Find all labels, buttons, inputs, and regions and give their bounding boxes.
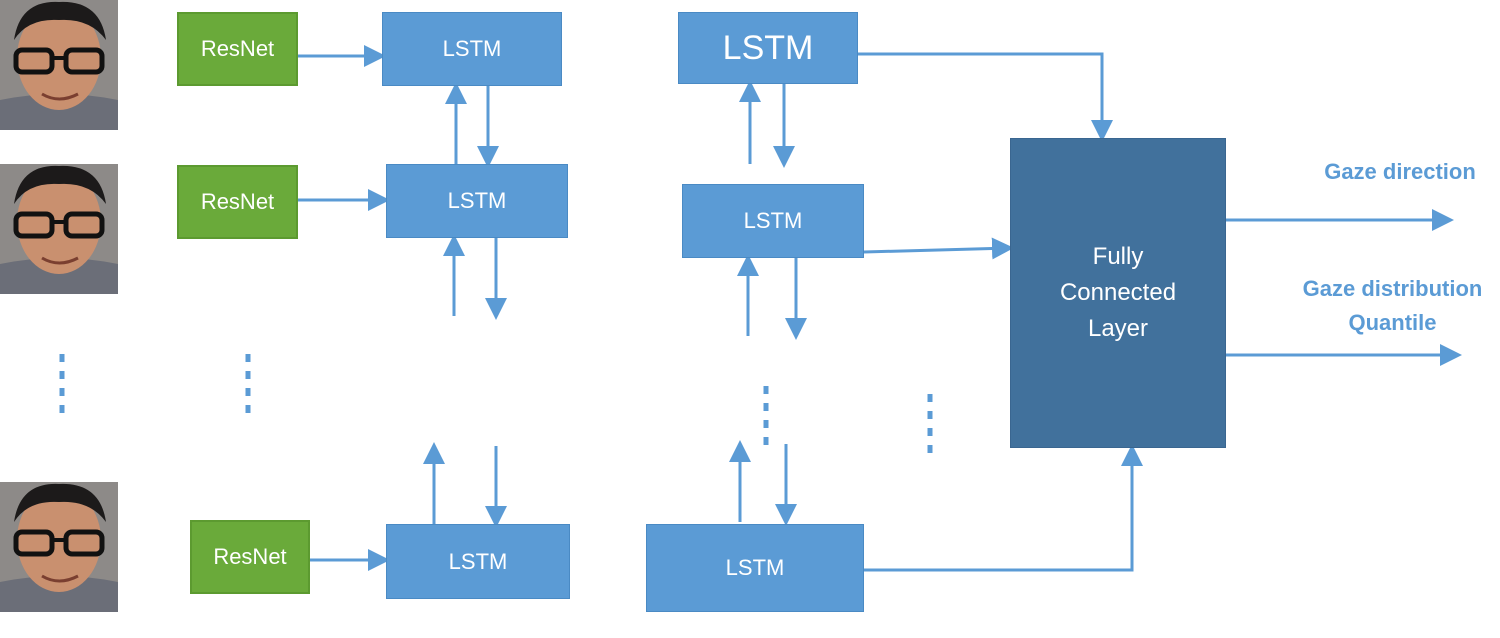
lstm-label: LSTM <box>743 208 803 233</box>
arrow-lstm-to-fc <box>858 52 1113 142</box>
output-label-gaze-distribution: Gaze distribution Quantile <box>1285 272 1500 340</box>
fc-label-line: Fully <box>1092 243 1144 270</box>
resnet-label: ResNet <box>200 36 275 61</box>
arrow-lstm-to-fc <box>863 237 1014 260</box>
resnet-block: ResNet <box>177 12 298 86</box>
resnet-block: ResNet <box>190 520 310 594</box>
lstm-label: LSTM <box>442 36 502 61</box>
quantile-text: Quantile <box>1348 310 1437 335</box>
face-photo-icon <box>0 0 118 130</box>
lstm-block: LSTM <box>386 164 568 238</box>
lstm-block: LSTM <box>646 524 864 612</box>
lstm-label: LSTM <box>725 555 785 580</box>
lstm-block: LSTM <box>678 12 858 84</box>
lstm-label: LSTM <box>722 28 814 67</box>
gaze-direction-text: Gaze direction <box>1324 159 1476 184</box>
fc-label-line: Layer <box>1087 315 1149 342</box>
resnet-label: ResNet <box>213 544 287 569</box>
gaze-distribution-text: Gaze distribution <box>1302 276 1483 301</box>
arrow-lstm-to-fc <box>864 444 1143 572</box>
lstm-block: LSTM <box>682 184 864 258</box>
lstm-block: LSTM <box>386 524 570 599</box>
face-photo-icon <box>0 163 118 295</box>
resnet-label: ResNet <box>200 189 275 214</box>
lstm-label: LSTM <box>448 548 508 574</box>
output-label-gaze-direction: Gaze direction <box>1300 155 1500 189</box>
resnet-block: ResNet <box>177 165 298 239</box>
fc-label-line: Connected <box>1059 279 1177 306</box>
fully-connected-layer: Fully Connected Layer <box>1010 138 1226 448</box>
face-photo-icon <box>0 482 118 612</box>
lstm-block: LSTM <box>382 12 562 86</box>
lstm-label: LSTM <box>447 188 507 213</box>
